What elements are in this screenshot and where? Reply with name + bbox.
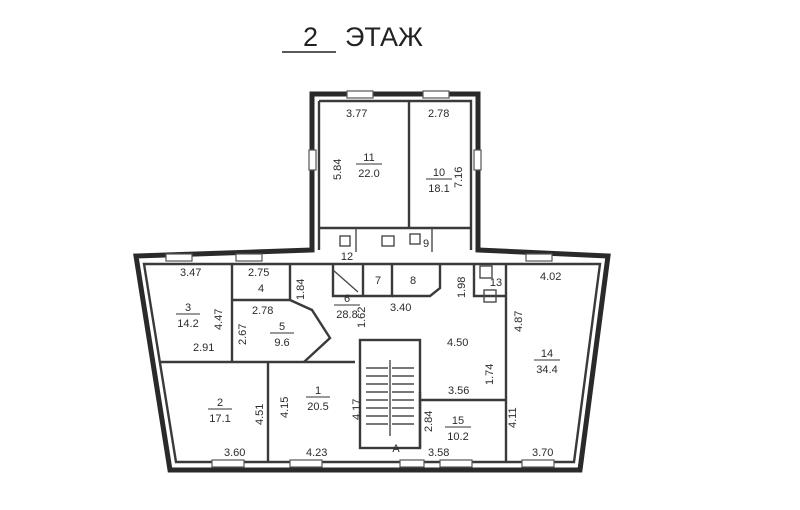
room-4: 4: [258, 283, 264, 295]
room-8: 8: [410, 275, 416, 287]
room-14: 14 34.4: [534, 348, 560, 376]
svg-text:22.0: 22.0: [358, 168, 379, 180]
room-labels: 1 20.5 2 17.1 3 14.2 4 5 9.6 6 28.8 7 8: [176, 152, 560, 455]
floor-word: ЭТАЖ: [345, 22, 423, 52]
svg-text:17.1: 17.1: [209, 413, 230, 425]
dim-584: 5.84: [332, 159, 344, 180]
svg-text:20.5: 20.5: [307, 401, 328, 413]
dim-184: 1.84: [295, 279, 307, 300]
room-1: 1 20.5: [306, 385, 330, 413]
stair-treads: [366, 367, 414, 425]
windows: [165, 90, 555, 468]
room-13: 13: [490, 277, 502, 289]
dim-162: 1.62: [356, 307, 368, 328]
dim-415: 4.15: [279, 397, 291, 418]
room-6: 6 28.8: [334, 293, 360, 321]
dimension-labels: 3.77 2.78 5.84 7.16 3.47 2.75 1.84 4.47 …: [180, 108, 561, 459]
floor-number: 2: [303, 22, 318, 52]
svg-text:14: 14: [541, 348, 553, 360]
svg-text:9.6: 9.6: [274, 337, 289, 349]
svg-text:10: 10: [433, 167, 445, 179]
dim-377: 3.77: [346, 108, 367, 120]
dim-275: 2.75: [248, 267, 269, 279]
room-10: 10 18.1: [426, 167, 452, 195]
room-7: 7: [375, 275, 381, 287]
dim-450: 4.50: [447, 337, 468, 349]
room-15: 15 10.2: [445, 415, 471, 443]
dim-198: 1.98: [456, 277, 468, 298]
dim-370: 3.70: [532, 447, 553, 459]
dim-447: 4.47: [213, 309, 225, 330]
dim-278b: 2.78: [252, 305, 273, 317]
interior-walls: [160, 101, 508, 462]
dim-347: 3.47: [180, 267, 201, 279]
svg-text:28.8: 28.8: [336, 309, 357, 321]
dim-278a: 2.78: [428, 108, 449, 120]
room-3: 3 14.2: [176, 302, 200, 330]
dim-358: 3.58: [428, 447, 449, 459]
dim-340: 3.40: [390, 302, 411, 314]
dim-174: 1.74: [484, 364, 496, 385]
dim-487: 4.87: [513, 311, 525, 332]
svg-text:1: 1: [315, 385, 321, 397]
svg-text:10.2: 10.2: [447, 431, 468, 443]
svg-text:11: 11: [363, 152, 374, 164]
room-5: 5 9.6: [270, 321, 294, 349]
svg-text:18.1: 18.1: [428, 183, 449, 195]
room-11: 11 22.0: [356, 152, 382, 180]
room-9: 9: [423, 238, 429, 250]
dim-360: 3.60: [224, 447, 245, 459]
dim-716: 7.16: [453, 167, 465, 188]
room-2: 2 17.1: [208, 397, 232, 425]
svg-text:3: 3: [185, 302, 191, 314]
dim-451: 4.51: [254, 404, 266, 425]
svg-text:6: 6: [344, 293, 350, 305]
svg-text:2: 2: [217, 397, 223, 409]
dim-411: 4.11: [507, 407, 519, 428]
svg-text:5: 5: [279, 321, 285, 333]
room-12: 12: [341, 251, 353, 263]
dim-267: 2.67: [237, 324, 249, 345]
svg-text:4: 4: [258, 283, 264, 295]
dim-423: 4.23: [306, 447, 327, 459]
dim-417: 4.17: [351, 399, 363, 420]
svg-text:14.2: 14.2: [177, 318, 198, 330]
dim-291: 2.91: [193, 342, 214, 354]
exterior-walls: [133, 91, 611, 473]
dim-402: 4.02: [540, 271, 561, 283]
svg-text:34.4: 34.4: [536, 364, 557, 376]
dim-356: 3.56: [448, 385, 469, 397]
plan-title: 2 ЭТАЖ: [282, 22, 423, 53]
stair-label: A: [392, 443, 400, 455]
dim-284: 2.84: [423, 411, 435, 432]
svg-text:15: 15: [452, 415, 464, 427]
